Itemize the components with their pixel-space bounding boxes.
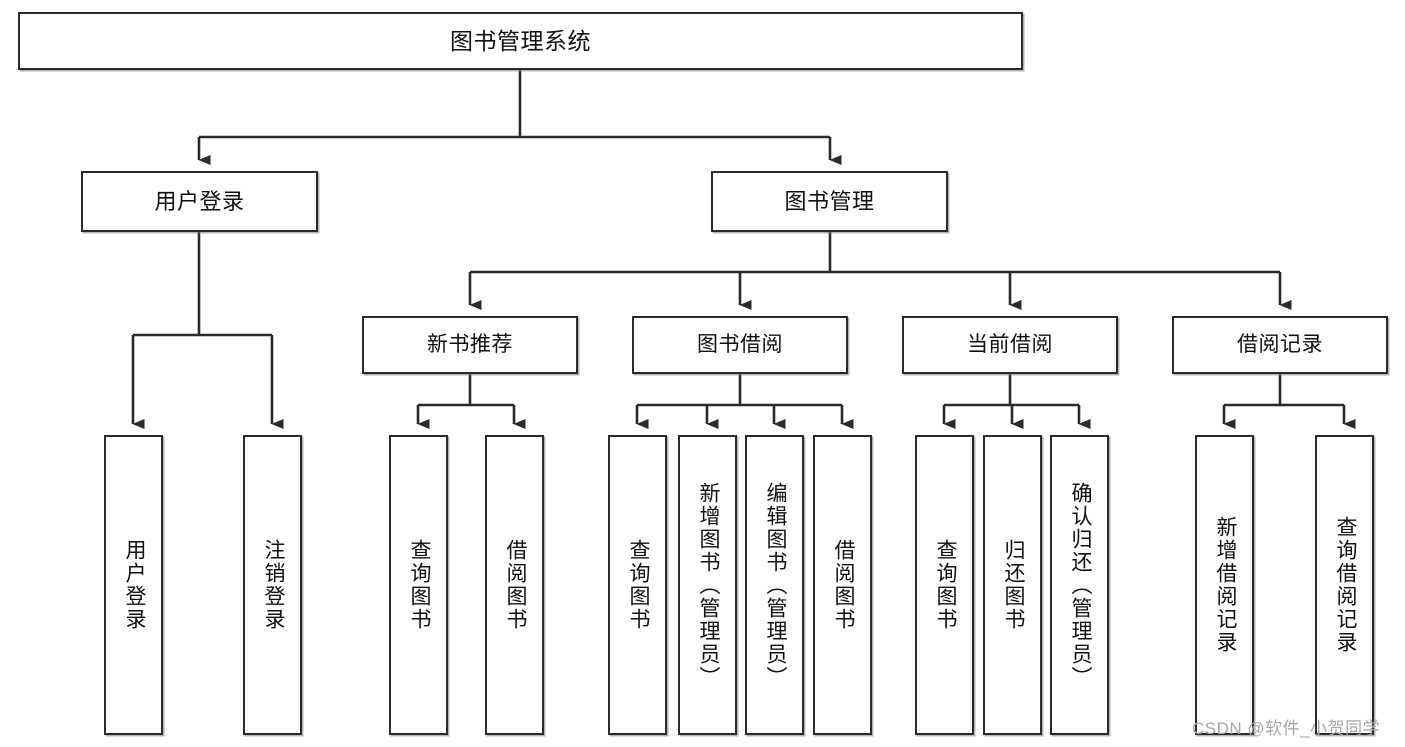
node-leaf-user-login-label: 用户登录 xyxy=(122,539,146,631)
node-leaf-borrow-book-2-label: 借阅图书 xyxy=(831,539,855,631)
node-leaf-query-record-label: 查询借阅记录 xyxy=(1333,516,1357,654)
node-leaf-query-record[interactable]: 查询借阅记录 xyxy=(1315,435,1374,735)
node-leaf-return-book-label: 归还图书 xyxy=(1001,539,1025,631)
node-user-login[interactable]: 用户登录 xyxy=(81,171,318,232)
node-book-management[interactable]: 图书管理 xyxy=(711,171,948,232)
node-new-book-recommend[interactable]: 新书推荐 xyxy=(362,316,578,374)
node-leaf-return-book[interactable]: 归还图书 xyxy=(983,435,1042,735)
node-leaf-logout-label: 注销登录 xyxy=(261,539,285,631)
node-leaf-query-book-2[interactable]: 查询图书 xyxy=(608,435,667,735)
node-leaf-add-book[interactable]: 新增图书（管理员） xyxy=(678,435,737,735)
node-borrow-record[interactable]: 借阅记录 xyxy=(1172,316,1388,374)
node-leaf-borrow-book-1-label: 借阅图书 xyxy=(503,539,527,631)
node-leaf-add-book-label: 新增图书（管理员） xyxy=(696,481,720,689)
node-leaf-borrow-book-2[interactable]: 借阅图书 xyxy=(813,435,872,735)
node-leaf-query-book-3-label: 查询图书 xyxy=(933,539,957,631)
node-leaf-logout[interactable]: 注销登录 xyxy=(243,435,302,735)
node-leaf-edit-book[interactable]: 编辑图书（管理员） xyxy=(745,435,804,735)
node-leaf-query-book-1[interactable]: 查询图书 xyxy=(389,435,448,735)
node-leaf-confirm-return[interactable]: 确认归还（管理员） xyxy=(1050,435,1109,735)
node-leaf-query-book-3[interactable]: 查询图书 xyxy=(915,435,974,735)
node-leaf-add-record[interactable]: 新增借阅记录 xyxy=(1195,435,1254,735)
node-leaf-query-book-1-label: 查询图书 xyxy=(407,539,431,631)
node-leaf-add-record-label: 新增借阅记录 xyxy=(1213,516,1237,654)
node-current-borrow-label: 当前借阅 xyxy=(967,332,1053,356)
node-leaf-query-book-2-label: 查询图书 xyxy=(626,539,650,631)
node-new-book-recommend-label: 新书推荐 xyxy=(427,332,513,356)
node-book-management-label: 图书管理 xyxy=(784,188,875,214)
watermark: CSDN @软件_小贺同学 xyxy=(1192,719,1381,738)
node-root-label: 图书管理系统 xyxy=(450,27,591,54)
node-root[interactable]: 图书管理系统 xyxy=(18,12,1023,70)
node-borrow-record-label: 借阅记录 xyxy=(1237,332,1323,356)
node-book-borrow-label: 图书借阅 xyxy=(697,332,783,356)
node-current-borrow[interactable]: 当前借阅 xyxy=(902,316,1118,374)
node-leaf-user-login[interactable]: 用户登录 xyxy=(104,435,163,735)
node-leaf-confirm-return-label: 确认归还（管理员） xyxy=(1068,481,1092,689)
node-leaf-borrow-book-1[interactable]: 借阅图书 xyxy=(485,435,544,735)
node-book-borrow[interactable]: 图书借阅 xyxy=(632,316,848,374)
node-leaf-edit-book-label: 编辑图书（管理员） xyxy=(763,481,787,689)
node-user-login-label: 用户登录 xyxy=(154,188,245,214)
